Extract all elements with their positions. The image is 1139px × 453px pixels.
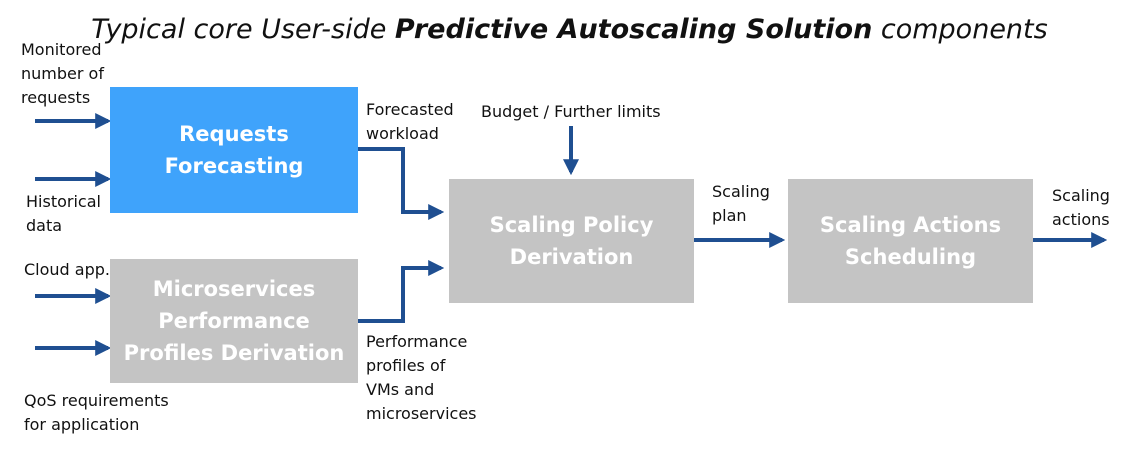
- label-scaling-actions-out: Scaling actions: [1052, 186, 1110, 229]
- scaling-policy-box: Scaling Policy Derivation: [449, 179, 694, 303]
- microservices-profiles-box: Microservices Performance Profiles Deriv…: [110, 259, 358, 383]
- title-emphasis: Predictive Autoscaling Solution: [394, 14, 873, 45]
- label-performance-profiles: Performance profiles of VMs and microser…: [366, 332, 477, 423]
- label-forecasted-workload: Forecasted workload: [366, 100, 454, 143]
- requests-forecasting-box: Requests Forecasting: [110, 87, 358, 213]
- label-cloud-app: Cloud app.: [24, 260, 110, 279]
- scaling-actions-box: Scaling Actions Scheduling: [788, 179, 1033, 303]
- arrow-performance-profiles: [358, 260, 445, 323]
- title-prefix: Typical core User-side: [91, 14, 395, 45]
- title-suffix: components: [872, 14, 1048, 45]
- label-monitored-requests: Monitored number of requests: [21, 40, 104, 107]
- label-historical-data: Historical data: [26, 192, 101, 235]
- label-qos-requirements: QoS requirements for application: [24, 391, 169, 434]
- label-budget-limits: Budget / Further limits: [481, 102, 661, 121]
- arrow-forecasted-workload: [358, 147, 445, 220]
- label-scaling-plan: Scaling plan: [712, 182, 770, 225]
- diagram-title: Typical core User-side Predictive Autosc…: [0, 14, 1139, 45]
